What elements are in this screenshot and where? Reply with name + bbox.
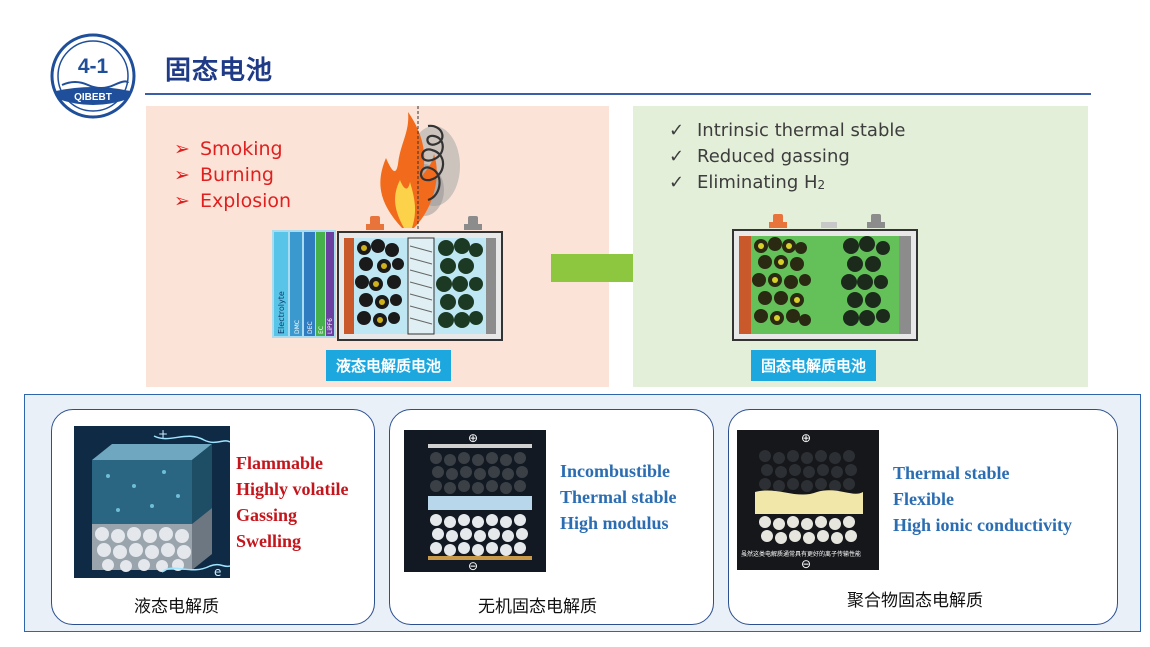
checkmark-icon: ✓ bbox=[669, 172, 685, 193]
benefit-item: ✓Reduced gassing bbox=[669, 144, 905, 170]
electron-label: e bbox=[214, 565, 221, 578]
prop-item: Thermal stable bbox=[893, 463, 1010, 483]
h2-subscript: 2 bbox=[817, 178, 826, 192]
electrolyte-components: Electrolyte DMC DEC EC LiPF6 bbox=[272, 230, 336, 338]
inorganic-electrolyte-image: ⊕ ⊖ bbox=[404, 430, 546, 572]
dec-label: DEC bbox=[307, 321, 314, 334]
liquid-electrolyte-caption: 液态电解质 bbox=[134, 597, 219, 617]
arrowhead-icon: ➢ bbox=[174, 164, 190, 186]
hazard-item: ➢Smoking bbox=[174, 138, 283, 160]
positive-terminal-label: ⊕ bbox=[468, 431, 478, 445]
ec-label: EC bbox=[318, 326, 325, 334]
lipf6-label: LiPF6 bbox=[327, 318, 334, 334]
badge-number: 4-1 bbox=[78, 55, 109, 78]
hazard-item: ➢Explosion bbox=[174, 190, 292, 212]
liquid-electrolyte-card: + e Flammable Highly volatile Gassing Sw… bbox=[51, 409, 375, 625]
liquid-battery-icon bbox=[337, 216, 503, 341]
dmc-label: DMC bbox=[294, 320, 301, 334]
benefit-item: ✓Intrinsic thermal stable bbox=[669, 118, 905, 144]
inorganic-props-list: Incombustible Thermal stable High modulu… bbox=[560, 458, 677, 536]
solid-battery-caption: 固态电解质电池 bbox=[751, 350, 877, 381]
arrowhead-icon: ➢ bbox=[174, 138, 190, 160]
inorganic-electrolyte-caption: 无机固态电解质 bbox=[478, 597, 597, 617]
hazard-list: ➢Smoking ➢Burning ➢Explosion bbox=[174, 136, 291, 214]
title-divider bbox=[145, 93, 1091, 95]
arrowhead-icon: ➢ bbox=[174, 190, 190, 212]
fire-smoke-icon bbox=[380, 106, 460, 230]
image-subtitle: 虽然这类电解质通常具有更好的离子传输性能 bbox=[741, 550, 861, 558]
electrolyte-label: Electrolyte bbox=[277, 291, 286, 334]
prop-item: Highly volatile bbox=[236, 479, 349, 499]
prop-item: High modulus bbox=[560, 513, 669, 533]
liquid-electrolyte-image: + e bbox=[74, 426, 230, 578]
prop-item: Flammable bbox=[236, 453, 323, 473]
prop-item: High ionic conductivity bbox=[893, 515, 1073, 535]
inorganic-electrolyte-card: ⊕ ⊖ Incombustible Thermal stable High mo… bbox=[389, 409, 714, 625]
hazard-item: ➢Burning bbox=[174, 164, 274, 186]
checkmark-icon: ✓ bbox=[669, 120, 685, 141]
prop-item: Swelling bbox=[236, 531, 302, 551]
positive-terminal-label: ⊕ bbox=[801, 431, 811, 445]
polymer-electrolyte-caption: 聚合物固态电解质 bbox=[847, 591, 983, 611]
prop-item: Thermal stable bbox=[560, 487, 677, 507]
benefit-item: ✓Eliminating H2 bbox=[669, 170, 905, 198]
liquid-props-list: Flammable Highly volatile Gassing Swelli… bbox=[236, 450, 349, 554]
solid-battery-icon bbox=[732, 214, 918, 341]
prop-item: Flexible bbox=[893, 489, 954, 509]
liquid-battery-caption: 液态电解质电池 bbox=[326, 350, 452, 381]
checkmark-icon: ✓ bbox=[669, 146, 685, 167]
qibebt-logo: 4-1 QIBEBT bbox=[50, 33, 136, 119]
electrolyte-comparison-frame: + e Flammable Highly volatile Gassing Sw… bbox=[24, 394, 1141, 632]
negative-terminal-label: ⊖ bbox=[468, 559, 478, 572]
benefit-list: ✓Intrinsic thermal stable ✓Reduced gassi… bbox=[669, 118, 905, 198]
polymer-electrolyte-image: ⊕ 虽然这类电解质通常具有更好的离子传输性能 ⊖ bbox=[737, 430, 879, 570]
polymer-props-list: Thermal stable Flexible High ionic condu… bbox=[893, 460, 1072, 538]
badge-org: QIBEBT bbox=[74, 92, 112, 103]
negative-terminal-label: ⊖ bbox=[801, 557, 811, 570]
prop-item: Gassing bbox=[236, 505, 298, 525]
plus-label: + bbox=[158, 427, 168, 441]
prop-item: Incombustible bbox=[560, 461, 671, 481]
polymer-electrolyte-card: ⊕ 虽然这类电解质通常具有更好的离子传输性能 ⊖ Thermal stable … bbox=[728, 409, 1118, 625]
page-title: 固态电池 bbox=[165, 56, 274, 86]
liquid-battery-panel: ➢Smoking ➢Burning ➢Explosion Electrolyte… bbox=[146, 106, 609, 387]
solid-battery-panel: ✓Intrinsic thermal stable ✓Reduced gassi… bbox=[633, 106, 1088, 387]
